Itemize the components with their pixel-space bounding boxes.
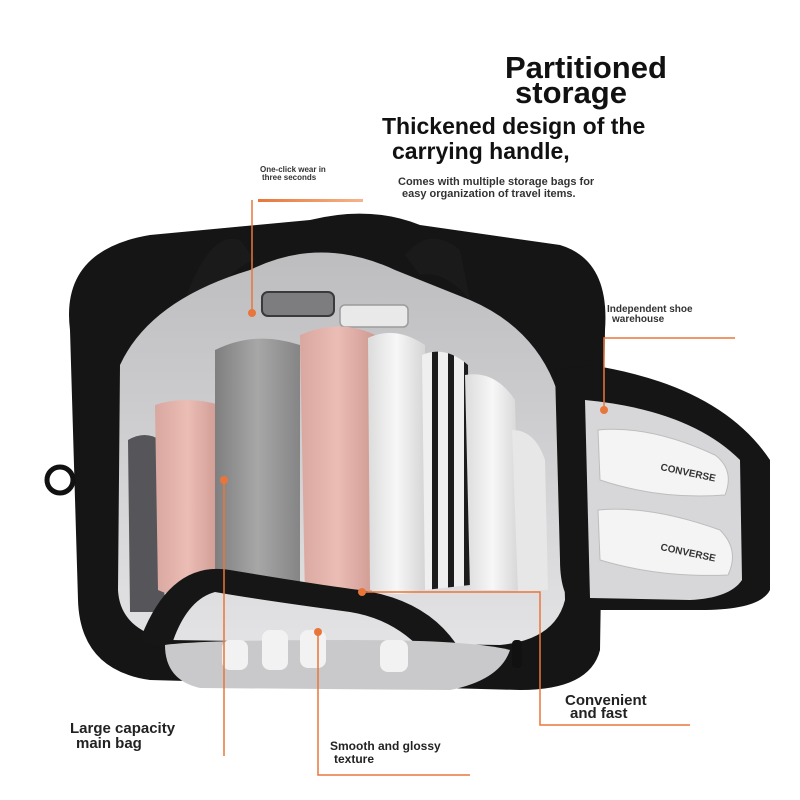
shoe-top: [597, 428, 729, 497]
callout-large-line2: main bag: [76, 735, 142, 752]
one-click-underline: [258, 199, 363, 202]
power-bank: [339, 304, 409, 328]
shoe-bottom: [597, 508, 733, 576]
clothes-grey-sweater: [215, 338, 300, 594]
clothes-white-right: [465, 374, 520, 590]
callout-smooth-line2: texture: [334, 752, 375, 766]
callout-one-click-line2: three seconds: [262, 173, 317, 182]
callout-shoe-line1: Independent shoe: [607, 304, 693, 315]
bottom-pocket: [165, 640, 510, 690]
callout-convenient-line2: and fast: [570, 705, 628, 722]
callout-one-click-line1: One-click wear in: [260, 165, 326, 174]
bottle-4: [380, 640, 408, 672]
callout-dot-convenient: [358, 588, 366, 596]
subheadline-line2: carrying handle,: [392, 138, 570, 164]
callout-line-shoe: [603, 337, 735, 408]
callout-dot-one-click: [248, 309, 256, 317]
bottom-strap: [140, 568, 460, 660]
top-handle-right: [405, 238, 470, 300]
callout-line-convenient: [362, 591, 690, 726]
bottle-2: [262, 630, 288, 670]
callout-dot-smooth: [314, 628, 322, 636]
callout-line-smooth: [317, 632, 470, 776]
clothes-pink-pattern: [155, 400, 220, 597]
callout-convenient-line1: Convenient: [565, 692, 647, 709]
headline-line1: Partitioned: [505, 50, 667, 85]
headline-line2: storage: [515, 75, 627, 110]
callout-dot-shoe: [600, 406, 608, 414]
callout-large-line1: Large capacity: [70, 720, 176, 737]
clothes-striped: [422, 351, 470, 590]
subheadline-line1: Thickened design of the: [382, 113, 646, 139]
description-line2: easy organization of travel items.: [402, 188, 576, 200]
clothes-dark-grey: [128, 435, 165, 612]
clothes-pink-sweater: [300, 326, 375, 601]
zipper-pull: [512, 640, 522, 668]
side-ring-left: [44, 464, 76, 496]
bottle-3: [300, 630, 326, 668]
bottle-1: [222, 640, 248, 670]
phone: [261, 291, 335, 317]
callout-smooth-line1: Smooth and glossy: [330, 739, 441, 753]
clothes-white-far: [512, 430, 548, 592]
callout-dot-large: [220, 476, 228, 484]
callout-shoe-line2: warehouse: [612, 314, 665, 325]
clothes-white: [368, 332, 425, 594]
description-line1: Comes with multiple storage bags for: [398, 176, 595, 188]
